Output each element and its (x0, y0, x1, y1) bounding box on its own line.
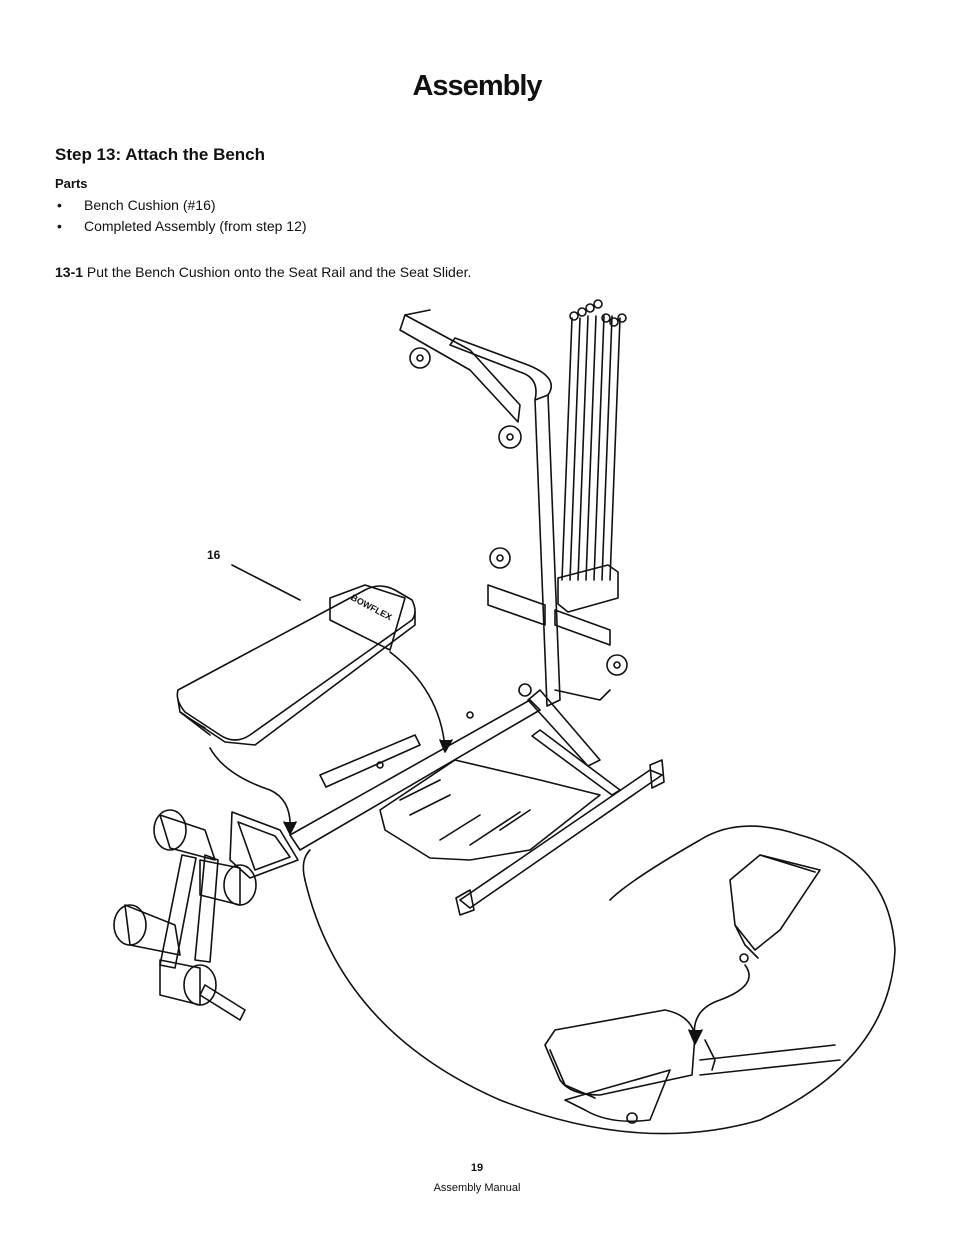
parts-heading: Parts (55, 176, 88, 191)
part-bench-cushion: Bench Cushion (#16) (84, 197, 216, 213)
page-number: 19 (470, 1162, 484, 1174)
parts-list: • Bench Cushion (#16) • Completed Assembly… (55, 195, 307, 237)
page-title: Assembly (412, 70, 542, 102)
callout-leader (231, 564, 301, 601)
list-item: • Bench Cushion (#16) (55, 195, 307, 216)
assembly-illustration: BOWFLEX (113, 299, 896, 1135)
detail-inset (302, 825, 896, 1135)
bullet-icon: • (57, 197, 62, 213)
seat-rail (289, 683, 541, 851)
bench-cushion-16: BOWFLEX (176, 584, 416, 746)
instruction-13-1: 13-1 Put the Bench Cushion onto the Seat… (55, 264, 471, 280)
step-title: Step 13: Attach the Bench (55, 145, 266, 164)
callout-label-16: 16 (207, 548, 221, 562)
bullet-icon: • (57, 218, 62, 234)
bench-logo: BOWFLEX (349, 592, 393, 622)
list-item: • Completed Assembly (from step 12) (55, 216, 307, 237)
placement-arrows (209, 651, 453, 835)
leg-attachment (113, 809, 299, 1021)
part-completed-assembly: Completed Assembly (from step 12) (84, 218, 307, 234)
upright-tower (399, 309, 628, 767)
base-frame (379, 729, 665, 916)
footer-text: Assembly Manual (433, 1182, 521, 1194)
instruction-step-number: 13-1 (55, 264, 84, 280)
instruction-text: Put the Bench Cushion onto the Seat Rail… (86, 264, 472, 280)
power-rods (557, 299, 627, 613)
